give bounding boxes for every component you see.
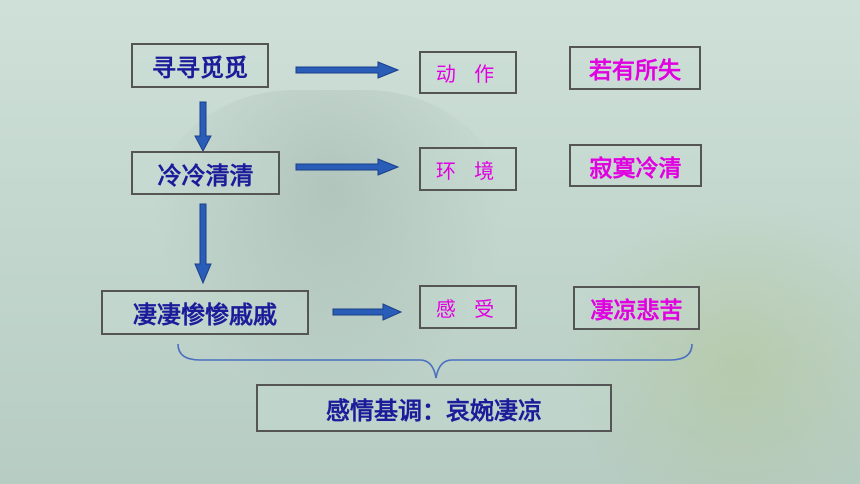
arrow-right-row3 (332, 303, 403, 321)
arrow-down-2 (194, 203, 212, 285)
arrow-right-row2 (295, 158, 400, 176)
term-box-2: 冷冷清清 (131, 151, 280, 195)
brace (177, 343, 693, 379)
feeling-box-3: 凄凉悲苦 (573, 286, 700, 330)
aspect-box-3: 感 受 (419, 285, 517, 329)
term-box-1: 寻寻觅觅 (131, 43, 269, 88)
arrow-down-1 (194, 101, 212, 153)
arrow-right-row1 (295, 61, 400, 79)
summary-box: 感情基调：哀婉凄凉 (256, 384, 612, 432)
aspect-box-2: 环 境 (419, 147, 517, 191)
aspect-box-1: 动 作 (419, 51, 517, 94)
feeling-box-2: 寂寞冷清 (569, 144, 702, 187)
feeling-box-1: 若有所失 (569, 46, 701, 90)
term-box-3: 凄凄惨惨戚戚 (101, 290, 309, 335)
